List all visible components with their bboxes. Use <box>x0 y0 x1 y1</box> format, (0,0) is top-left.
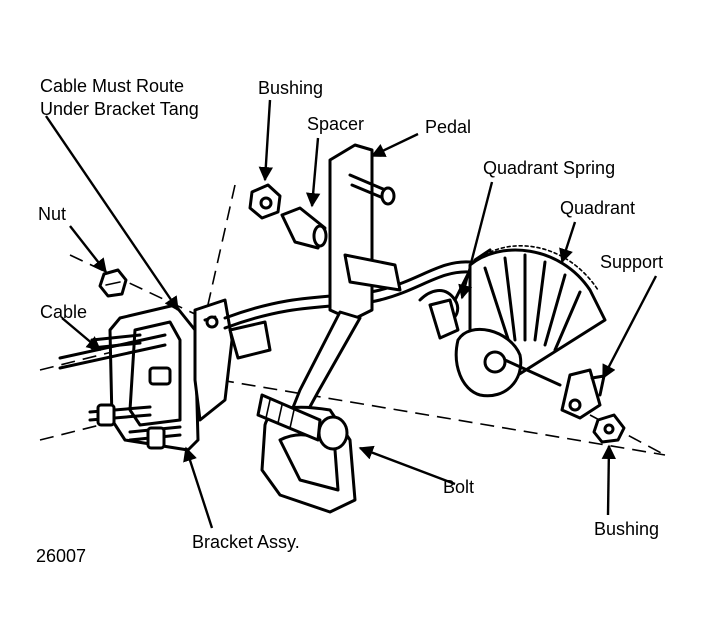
bushing-top <box>248 183 282 220</box>
label-cable: Cable <box>40 302 87 322</box>
nut <box>98 268 128 298</box>
label-support: Support <box>600 252 663 272</box>
label-bushing-top: Bushing <box>258 78 323 98</box>
cable <box>58 260 472 370</box>
label-bushing-bottom: Bushing <box>594 519 659 539</box>
label-nut: Nut <box>38 204 66 224</box>
pedal <box>260 143 402 514</box>
support <box>560 368 606 420</box>
bolt <box>256 393 349 451</box>
label-cable-route-line1: Cable Must Route <box>40 76 184 96</box>
label-bracket-assy: Bracket Assy. <box>192 532 300 552</box>
label-quadrant: Quadrant <box>560 198 635 218</box>
callout-labels: Cable Must Route Under Bracket Tang Bush… <box>36 76 663 566</box>
quadrant <box>454 244 607 398</box>
label-cable-route-line2: Under Bracket Tang <box>40 99 199 119</box>
label-spacer: Spacer <box>307 114 364 134</box>
figure-number: 26007 <box>36 546 86 566</box>
diagram-artwork <box>39 99 666 529</box>
spacer <box>280 206 328 250</box>
bracket-assembly <box>88 298 234 452</box>
label-pedal: Pedal <box>425 117 471 137</box>
bushing-bottom <box>592 413 626 444</box>
label-bolt: Bolt <box>443 477 474 497</box>
label-quadrant-spring: Quadrant Spring <box>483 158 615 178</box>
